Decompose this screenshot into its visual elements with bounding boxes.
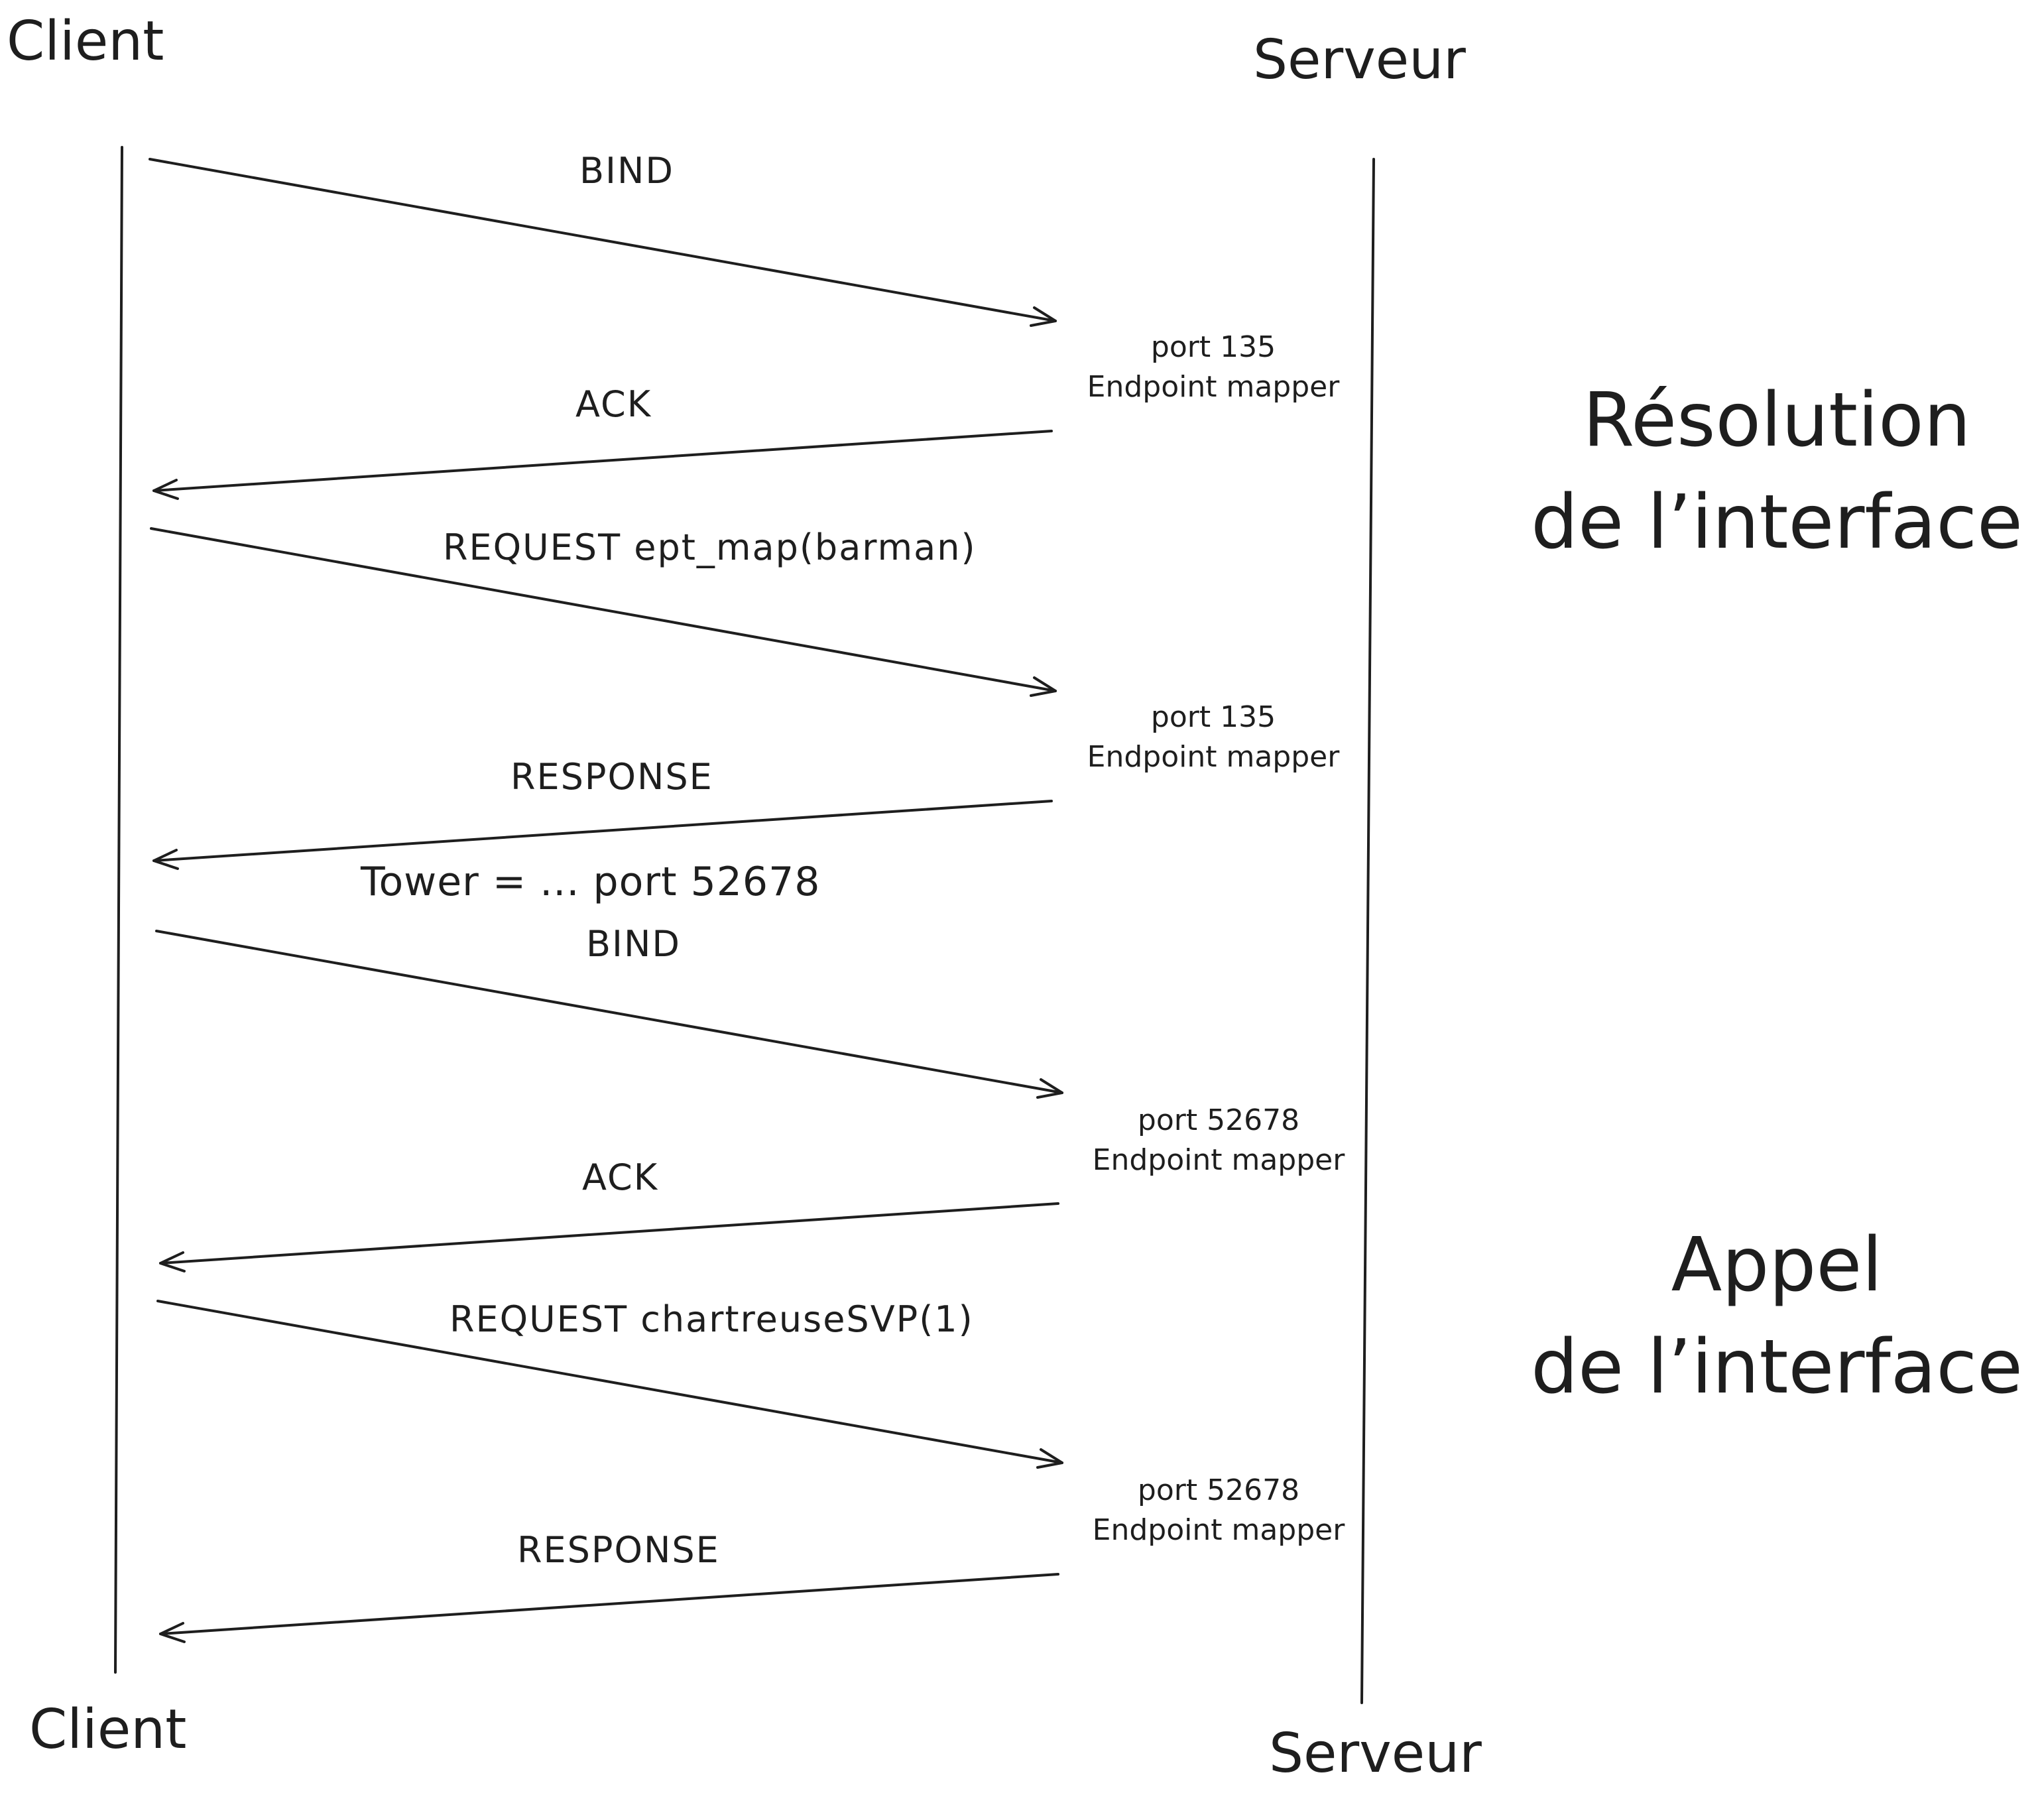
server-lifeline (1360, 158, 1375, 1704)
arrowhead-response-2 (159, 1622, 186, 1643)
server-note-port-1: port 135 (1151, 330, 1276, 364)
client-label-top: Client (7, 10, 164, 73)
message-label-ack-1: ACK (575, 383, 652, 425)
server-note-port-4: port 52678 (1138, 1473, 1299, 1507)
message-arrow-bind-2 (155, 930, 1063, 1094)
phase-call-subtitle: de l’interface (1531, 1324, 2023, 1410)
response-annotation: Tower = ... port 52678 (360, 859, 820, 905)
message-label-request-1: REQUEST ept_map(barman) (443, 527, 977, 568)
arrowhead-request-1 (1030, 676, 1057, 697)
message-label-request-2: REQUEST chartreuseSVP(1) (450, 1298, 974, 1340)
message-arrow-response-2 (159, 1573, 1059, 1635)
message-label-bind-1: BIND (579, 150, 674, 192)
server-note-port-3: port 52678 (1138, 1103, 1299, 1137)
message-label-bind-2: BIND (586, 923, 681, 965)
phase-resolution-subtitle: de l’interface (1531, 479, 2023, 566)
arrowhead-bind-2 (1036, 1078, 1063, 1099)
server-note-service-4: Endpoint mapper (1093, 1513, 1346, 1547)
message-label-ack-2: ACK (582, 1156, 658, 1198)
message-arrow-ack-2 (159, 1202, 1059, 1265)
client-label-bottom: Client (29, 1698, 186, 1761)
message-arrow-request-1 (150, 527, 1057, 692)
arrowhead-bind-1 (1030, 306, 1057, 327)
message-arrow-ack-1 (152, 430, 1053, 492)
server-note-service-1: Endpoint mapper (1087, 370, 1341, 404)
phase-call-title: Appel (1671, 1222, 1883, 1308)
server-note-port-2: port 135 (1151, 700, 1276, 734)
message-arrow-request-2 (156, 1300, 1063, 1464)
server-label-top: Serveur (1253, 29, 1466, 92)
server-note-service-2: Endpoint mapper (1087, 740, 1341, 774)
message-arrow-response-1 (152, 800, 1053, 862)
server-label-bottom: Serveur (1269, 1722, 1482, 1785)
arrowhead-response-1 (152, 849, 179, 870)
arrowhead-ack-1 (152, 479, 179, 500)
message-label-response-2: RESPONSE (517, 1529, 720, 1571)
server-note-service-3: Endpoint mapper (1093, 1143, 1346, 1177)
client-lifeline (114, 146, 123, 1674)
arrowhead-ack-2 (159, 1251, 186, 1272)
message-arrow-bind-1 (149, 158, 1057, 322)
message-label-response-1: RESPONSE (511, 756, 713, 798)
arrowhead-request-2 (1036, 1448, 1063, 1469)
phase-resolution-title: Résolution (1583, 377, 1970, 464)
